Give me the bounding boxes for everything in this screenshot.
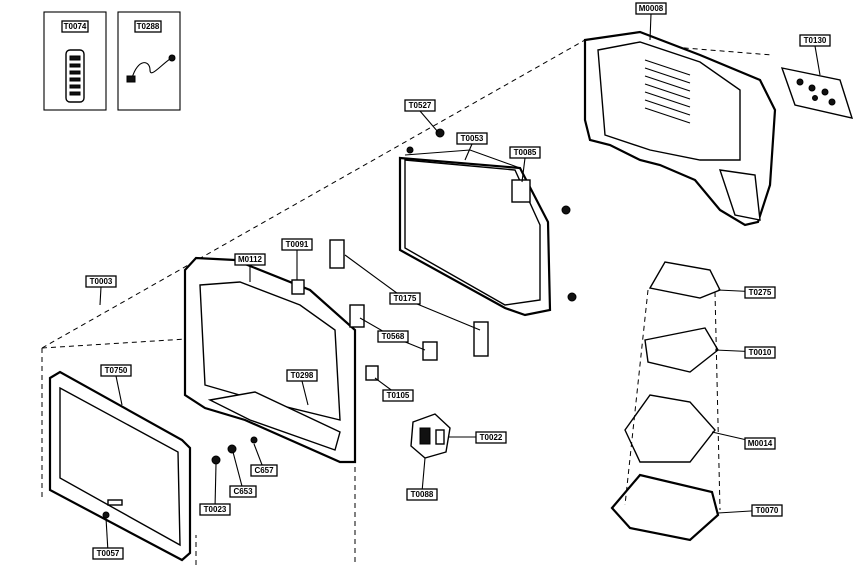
label-T0288: T0288 <box>134 20 162 33</box>
svg-text:T0175: T0175 <box>394 294 417 303</box>
terminal-board <box>780 67 854 119</box>
board-t0088 <box>410 413 451 459</box>
label-T0750: T0750 <box>100 364 132 377</box>
svg-text:T0091: T0091 <box>286 240 309 249</box>
remote-control-box <box>43 11 107 111</box>
svg-text:M0112: M0112 <box>238 255 263 264</box>
label-T0568: T0568 <box>377 330 409 343</box>
label-C653: C653 <box>229 485 257 498</box>
svg-text:T0053: T0053 <box>461 134 484 143</box>
connector-t0105 <box>365 365 379 381</box>
svg-text:T0074: T0074 <box>64 22 87 31</box>
rear-cover <box>583 30 777 227</box>
picture-tube <box>398 128 577 317</box>
label-T0057: T0057 <box>92 547 124 560</box>
svg-text:T0527: T0527 <box>409 101 432 110</box>
label-T0088: T0088 <box>406 488 438 501</box>
front-panel <box>48 370 192 562</box>
svg-text:C653: C653 <box>233 487 253 496</box>
label-T0070: T0070 <box>751 504 783 517</box>
svg-text:T0085: T0085 <box>514 148 537 157</box>
svg-text:T0750: T0750 <box>105 366 128 375</box>
svg-text:T0568: T0568 <box>382 332 405 341</box>
svg-text:M0014: M0014 <box>748 439 773 448</box>
svg-text:T0105: T0105 <box>387 391 410 400</box>
label-C657: C657 <box>250 464 278 477</box>
svg-text:T0070: T0070 <box>756 506 779 515</box>
label-T0298: T0298 <box>286 369 318 382</box>
label-M0008: M0008 <box>635 2 667 15</box>
label-T0003: T0003 <box>85 275 117 288</box>
svg-text:C657: C657 <box>254 466 274 475</box>
svg-text:T0023: T0023 <box>204 505 227 514</box>
svg-text:T0130: T0130 <box>804 36 827 45</box>
label-T0130: T0130 <box>799 34 831 47</box>
label-T0053: T0053 <box>456 132 488 145</box>
label-T0085: T0085 <box>509 146 541 159</box>
svg-text:T0057: T0057 <box>97 549 120 558</box>
chassis-stack <box>610 261 721 542</box>
small-screws <box>102 436 258 519</box>
svg-text:T0275: T0275 <box>749 288 772 297</box>
label-T0023: T0023 <box>199 503 231 516</box>
label-T0010: T0010 <box>744 346 776 359</box>
svg-text:M0008: M0008 <box>639 4 664 13</box>
svg-text:T0003: T0003 <box>90 277 113 286</box>
svg-text:T0298: T0298 <box>291 371 314 380</box>
bracket-t0568 <box>349 304 438 361</box>
svg-text:T0022: T0022 <box>480 433 503 442</box>
label-T0105: T0105 <box>382 389 414 402</box>
label-T0074: T0074 <box>61 20 89 33</box>
cable-box <box>117 11 181 111</box>
assembly-dashed-outline <box>41 39 773 565</box>
label-T0091: T0091 <box>281 238 313 251</box>
bracket-t0175 <box>329 239 489 357</box>
svg-text:T0088: T0088 <box>411 490 434 499</box>
label-T0175: T0175 <box>389 292 421 305</box>
svg-text:T0010: T0010 <box>749 348 772 357</box>
label-T0275: T0275 <box>744 286 776 299</box>
label-T0527: T0527 <box>404 99 436 112</box>
label-T0022: T0022 <box>475 431 507 444</box>
front-cabinet <box>183 256 357 464</box>
label-M0014: M0014 <box>744 437 776 450</box>
label-M0112: M0112 <box>234 253 266 266</box>
svg-text:T0288: T0288 <box>137 22 160 31</box>
